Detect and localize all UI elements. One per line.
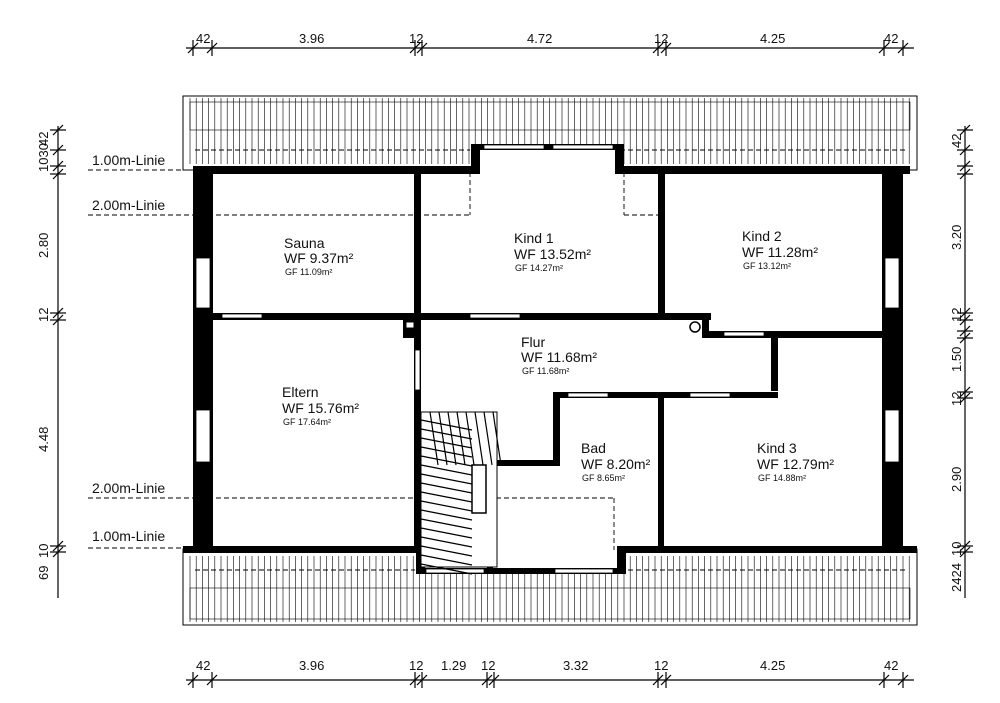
- drawing-line: [420, 482, 473, 494]
- dimension-left: 1030 42 2.80 12 4.48 69 10: [36, 124, 66, 598]
- svg-text:4.25: 4.25: [760, 658, 785, 673]
- room-flur: Flur WF 11.68m² GF 11.68m²: [521, 334, 597, 376]
- room-eltern: Eltern WF 15.76m² GF 17.64m²: [282, 384, 359, 427]
- drawing-line: [420, 428, 473, 440]
- room-sauna: Sauna WF 9.37m² GF 11.09m²: [284, 235, 354, 277]
- drawing-line: [420, 500, 473, 512]
- drawing-line: [420, 545, 473, 557]
- svg-text:GF 8.65m²: GF 8.65m²: [582, 473, 625, 483]
- svg-text:Kind 1: Kind 1: [514, 230, 554, 246]
- svg-text:Eltern: Eltern: [282, 384, 319, 400]
- svg-text:3.96: 3.96: [299, 658, 324, 673]
- room-bad: Bad WF 8.20m² GF 8.65m²: [581, 440, 651, 483]
- svg-text:12: 12: [654, 658, 668, 673]
- room-kind-1: Kind 1 WF 13.52m² GF 14.27m²: [514, 230, 591, 273]
- svg-text:12: 12: [949, 308, 964, 322]
- svg-text:GF 17.64m²: GF 17.64m²: [283, 417, 331, 427]
- drawing-line: [438, 411, 448, 466]
- svg-text:GF 11.09m²: GF 11.09m²: [285, 267, 332, 277]
- svg-text:GF 14.27m²: GF 14.27m²: [515, 263, 563, 273]
- svg-text:42: 42: [36, 132, 51, 146]
- svg-text:GF 14.88m²: GF 14.88m²: [758, 473, 806, 483]
- drawing-line: [420, 518, 473, 530]
- label-top-1m-line: 1.00m-Linie: [92, 152, 165, 168]
- drawing-line: [483, 411, 493, 466]
- drawing-line: [420, 554, 473, 566]
- drawing-line: [420, 419, 473, 431]
- label-bottom-1m-line: 1.00m-Linie: [92, 528, 165, 544]
- drawing-line: [474, 411, 484, 466]
- svg-text:3.32: 3.32: [563, 658, 588, 673]
- chimney-icon: [689, 321, 701, 333]
- svg-text:12: 12: [654, 31, 668, 46]
- svg-text:Kind 2: Kind 2: [742, 228, 782, 244]
- svg-text:Bad: Bad: [581, 440, 606, 456]
- svg-text:12: 12: [36, 308, 51, 322]
- drawing-line: [420, 563, 473, 575]
- floor-area: [193, 147, 903, 572]
- svg-text:WF 9.37m²: WF 9.37m²: [284, 250, 354, 266]
- svg-text:3.20: 3.20: [949, 225, 964, 250]
- label-top-2m-line: 2.00m-Linie: [92, 197, 165, 213]
- svg-text:WF 11.68m²: WF 11.68m²: [521, 349, 597, 365]
- drawing-line: [420, 491, 473, 503]
- drawing-line: [456, 411, 466, 466]
- svg-text:42: 42: [884, 31, 898, 46]
- staircase: [420, 411, 502, 575]
- svg-text:WF 15.76m²: WF 15.76m²: [282, 400, 359, 416]
- svg-text:1.50: 1.50: [949, 347, 964, 372]
- svg-text:WF 8.20m²: WF 8.20m²: [581, 456, 651, 472]
- svg-text:42: 42: [196, 31, 210, 46]
- drawing-line: [420, 464, 473, 476]
- svg-text:GF 13.12m²: GF 13.12m²: [743, 261, 791, 271]
- drawing-line: [447, 411, 457, 466]
- drawing-line: [420, 527, 473, 539]
- svg-text:GF 11.68m²: GF 11.68m²: [522, 366, 569, 376]
- svg-text:42: 42: [884, 658, 898, 673]
- dimension-right: 42 3.20 12 1.50 12 2.90 2424 10: [949, 124, 973, 598]
- svg-text:WF 11.28m²: WF 11.28m²: [742, 244, 818, 260]
- svg-text:4.48: 4.48: [36, 427, 51, 452]
- svg-text:69: 69: [36, 566, 51, 580]
- svg-text:12: 12: [409, 658, 423, 673]
- svg-text:Flur: Flur: [521, 334, 545, 350]
- svg-text:42: 42: [196, 658, 210, 673]
- svg-text:1030: 1030: [36, 143, 51, 172]
- svg-text:10: 10: [949, 542, 964, 556]
- drawing-line: [420, 437, 473, 449]
- svg-text:2.80: 2.80: [36, 233, 51, 258]
- dimension-bottom: 42 3.96 12 1.29 12 3.32 12 4.25 42: [186, 658, 914, 688]
- svg-text:4.72: 4.72: [527, 31, 552, 46]
- room-kind-3: Kind 3 WF 12.79m² GF 14.88m²: [757, 440, 834, 483]
- label-bottom-2m-line: 2.00m-Linie: [92, 480, 165, 496]
- room-kind-2: Kind 2 WF 11.28m² GF 13.12m²: [742, 228, 818, 271]
- svg-text:2.90: 2.90: [949, 467, 964, 492]
- svg-text:1.29: 1.29: [441, 658, 466, 673]
- svg-text:WF 13.52m²: WF 13.52m²: [514, 246, 591, 262]
- svg-text:12: 12: [481, 658, 495, 673]
- drawing-line: [420, 473, 473, 485]
- svg-text:Sauna: Sauna: [284, 235, 325, 251]
- dimension-top: 42 3.96 12 4.72 12 4.25 42: [186, 31, 914, 56]
- svg-text:Kind 3: Kind 3: [757, 440, 797, 456]
- drawing-line: [429, 411, 439, 466]
- drawing-line: [465, 411, 475, 466]
- svg-text:3.96: 3.96: [299, 31, 324, 46]
- shaft-icon: [405, 321, 415, 329]
- svg-text:10: 10: [36, 544, 51, 558]
- svg-text:4.25: 4.25: [760, 31, 785, 46]
- svg-text:12: 12: [409, 31, 423, 46]
- drawing-line: [420, 509, 473, 521]
- svg-text:2424: 2424: [949, 563, 964, 592]
- svg-text:42: 42: [949, 134, 964, 148]
- drawing-line: [420, 536, 473, 548]
- drawing-line: [492, 411, 502, 466]
- svg-text:WF 12.79m²: WF 12.79m²: [757, 456, 834, 472]
- svg-text:12: 12: [949, 392, 964, 406]
